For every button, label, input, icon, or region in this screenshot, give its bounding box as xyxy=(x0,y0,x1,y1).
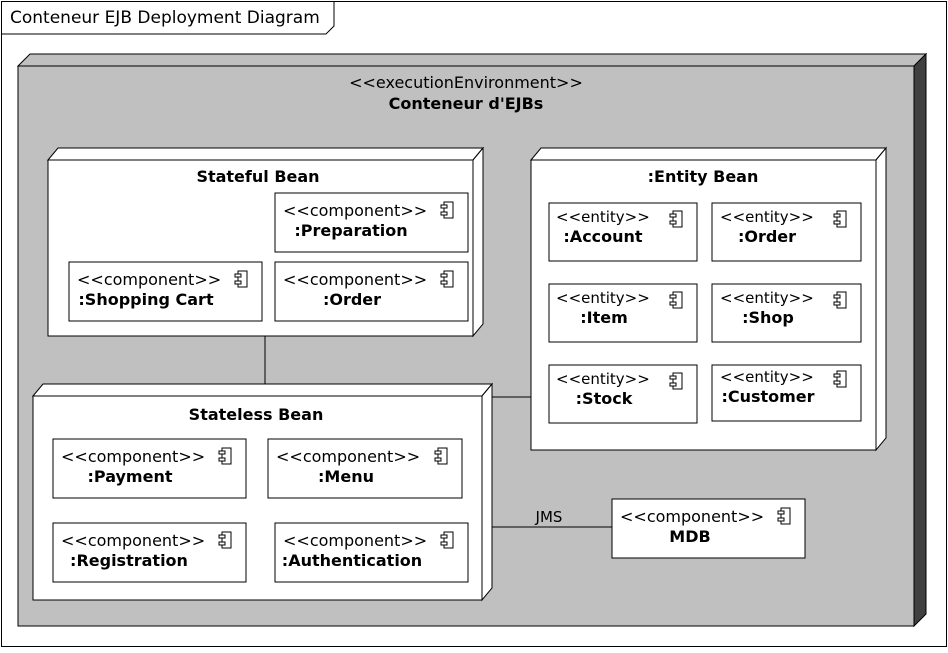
component-name: :Shopping Cart xyxy=(78,290,214,309)
frame-title-tab xyxy=(1,1,335,35)
component-stereotype: <<component>> xyxy=(77,270,221,289)
component-name: :Payment xyxy=(88,467,173,486)
component-name: :Order xyxy=(323,290,381,309)
component-registration[interactable]: <<component>> :Registration xyxy=(52,522,247,583)
component-authentication[interactable]: <<component>> :Authentication xyxy=(274,522,469,583)
component-stereotype: <<component>> xyxy=(283,201,427,220)
environment-stereotype: <<executionEnvironment>> xyxy=(349,73,583,92)
entity-name: :Item xyxy=(580,308,628,327)
component-shopping-cart[interactable]: <<component>> :Shopping Cart xyxy=(68,261,263,322)
component-stereotype: <<component>> xyxy=(276,447,420,466)
entity-name: :Shop xyxy=(742,308,794,327)
entity-stereotype: <<entity>> xyxy=(556,208,650,226)
component-stereotype: <<component>> xyxy=(61,531,205,550)
component-stereotype: <<component>> xyxy=(61,447,205,466)
entity-stereotype: <<entity>> xyxy=(720,368,814,386)
frame-title: Conteneur EJB Deployment Diagram xyxy=(10,8,320,28)
component-order-stateful[interactable]: <<component>> :Order xyxy=(274,261,469,322)
entity-item[interactable]: <<entity>> :Item xyxy=(548,283,698,343)
entity-stock[interactable]: <<entity>> :Stock xyxy=(548,364,698,424)
component-stereotype: <<component>> xyxy=(283,531,427,550)
entity-name: :Order xyxy=(738,227,796,246)
component-stereotype: <<component>> xyxy=(283,270,427,289)
jms-label: JMS xyxy=(535,508,563,526)
entity-order[interactable]: <<entity>> :Order xyxy=(711,202,862,262)
component-name: :Preparation xyxy=(294,221,407,240)
entity-customer[interactable]: <<entity>> :Customer xyxy=(711,364,862,422)
component-stereotype: <<component>> xyxy=(620,507,764,526)
entity-account[interactable]: <<entity>> :Account xyxy=(548,202,698,262)
entity-stereotype: <<entity>> xyxy=(720,289,814,307)
stateful-bean-title: Stateful Bean xyxy=(196,167,319,186)
environment-name: Conteneur d'EJBs xyxy=(389,94,544,113)
component-name: MDB xyxy=(669,527,710,546)
entity-stereotype: <<entity>> xyxy=(556,370,650,388)
entity-name: :Stock xyxy=(576,389,633,408)
component-menu[interactable]: <<component>> :Menu xyxy=(267,438,463,499)
entity-name: :Account xyxy=(563,227,643,246)
component-mdb[interactable]: <<component>> MDB xyxy=(611,498,806,559)
entity-stereotype: <<entity>> xyxy=(556,289,650,307)
component-payment[interactable]: <<component>> :Payment xyxy=(52,438,247,499)
component-name: :Registration xyxy=(70,551,188,570)
component-name: :Menu xyxy=(318,467,374,486)
stateless-bean-title: Stateless Bean xyxy=(189,405,324,424)
entity-name: :Customer xyxy=(721,387,814,406)
entity-shop[interactable]: <<entity>> :Shop xyxy=(711,283,862,343)
component-name: :Authentication xyxy=(282,551,422,570)
entity-stereotype: <<entity>> xyxy=(720,208,814,226)
entity-bean-title: :Entity Bean xyxy=(648,167,759,186)
component-preparation[interactable]: <<component>> :Preparation xyxy=(274,192,469,253)
